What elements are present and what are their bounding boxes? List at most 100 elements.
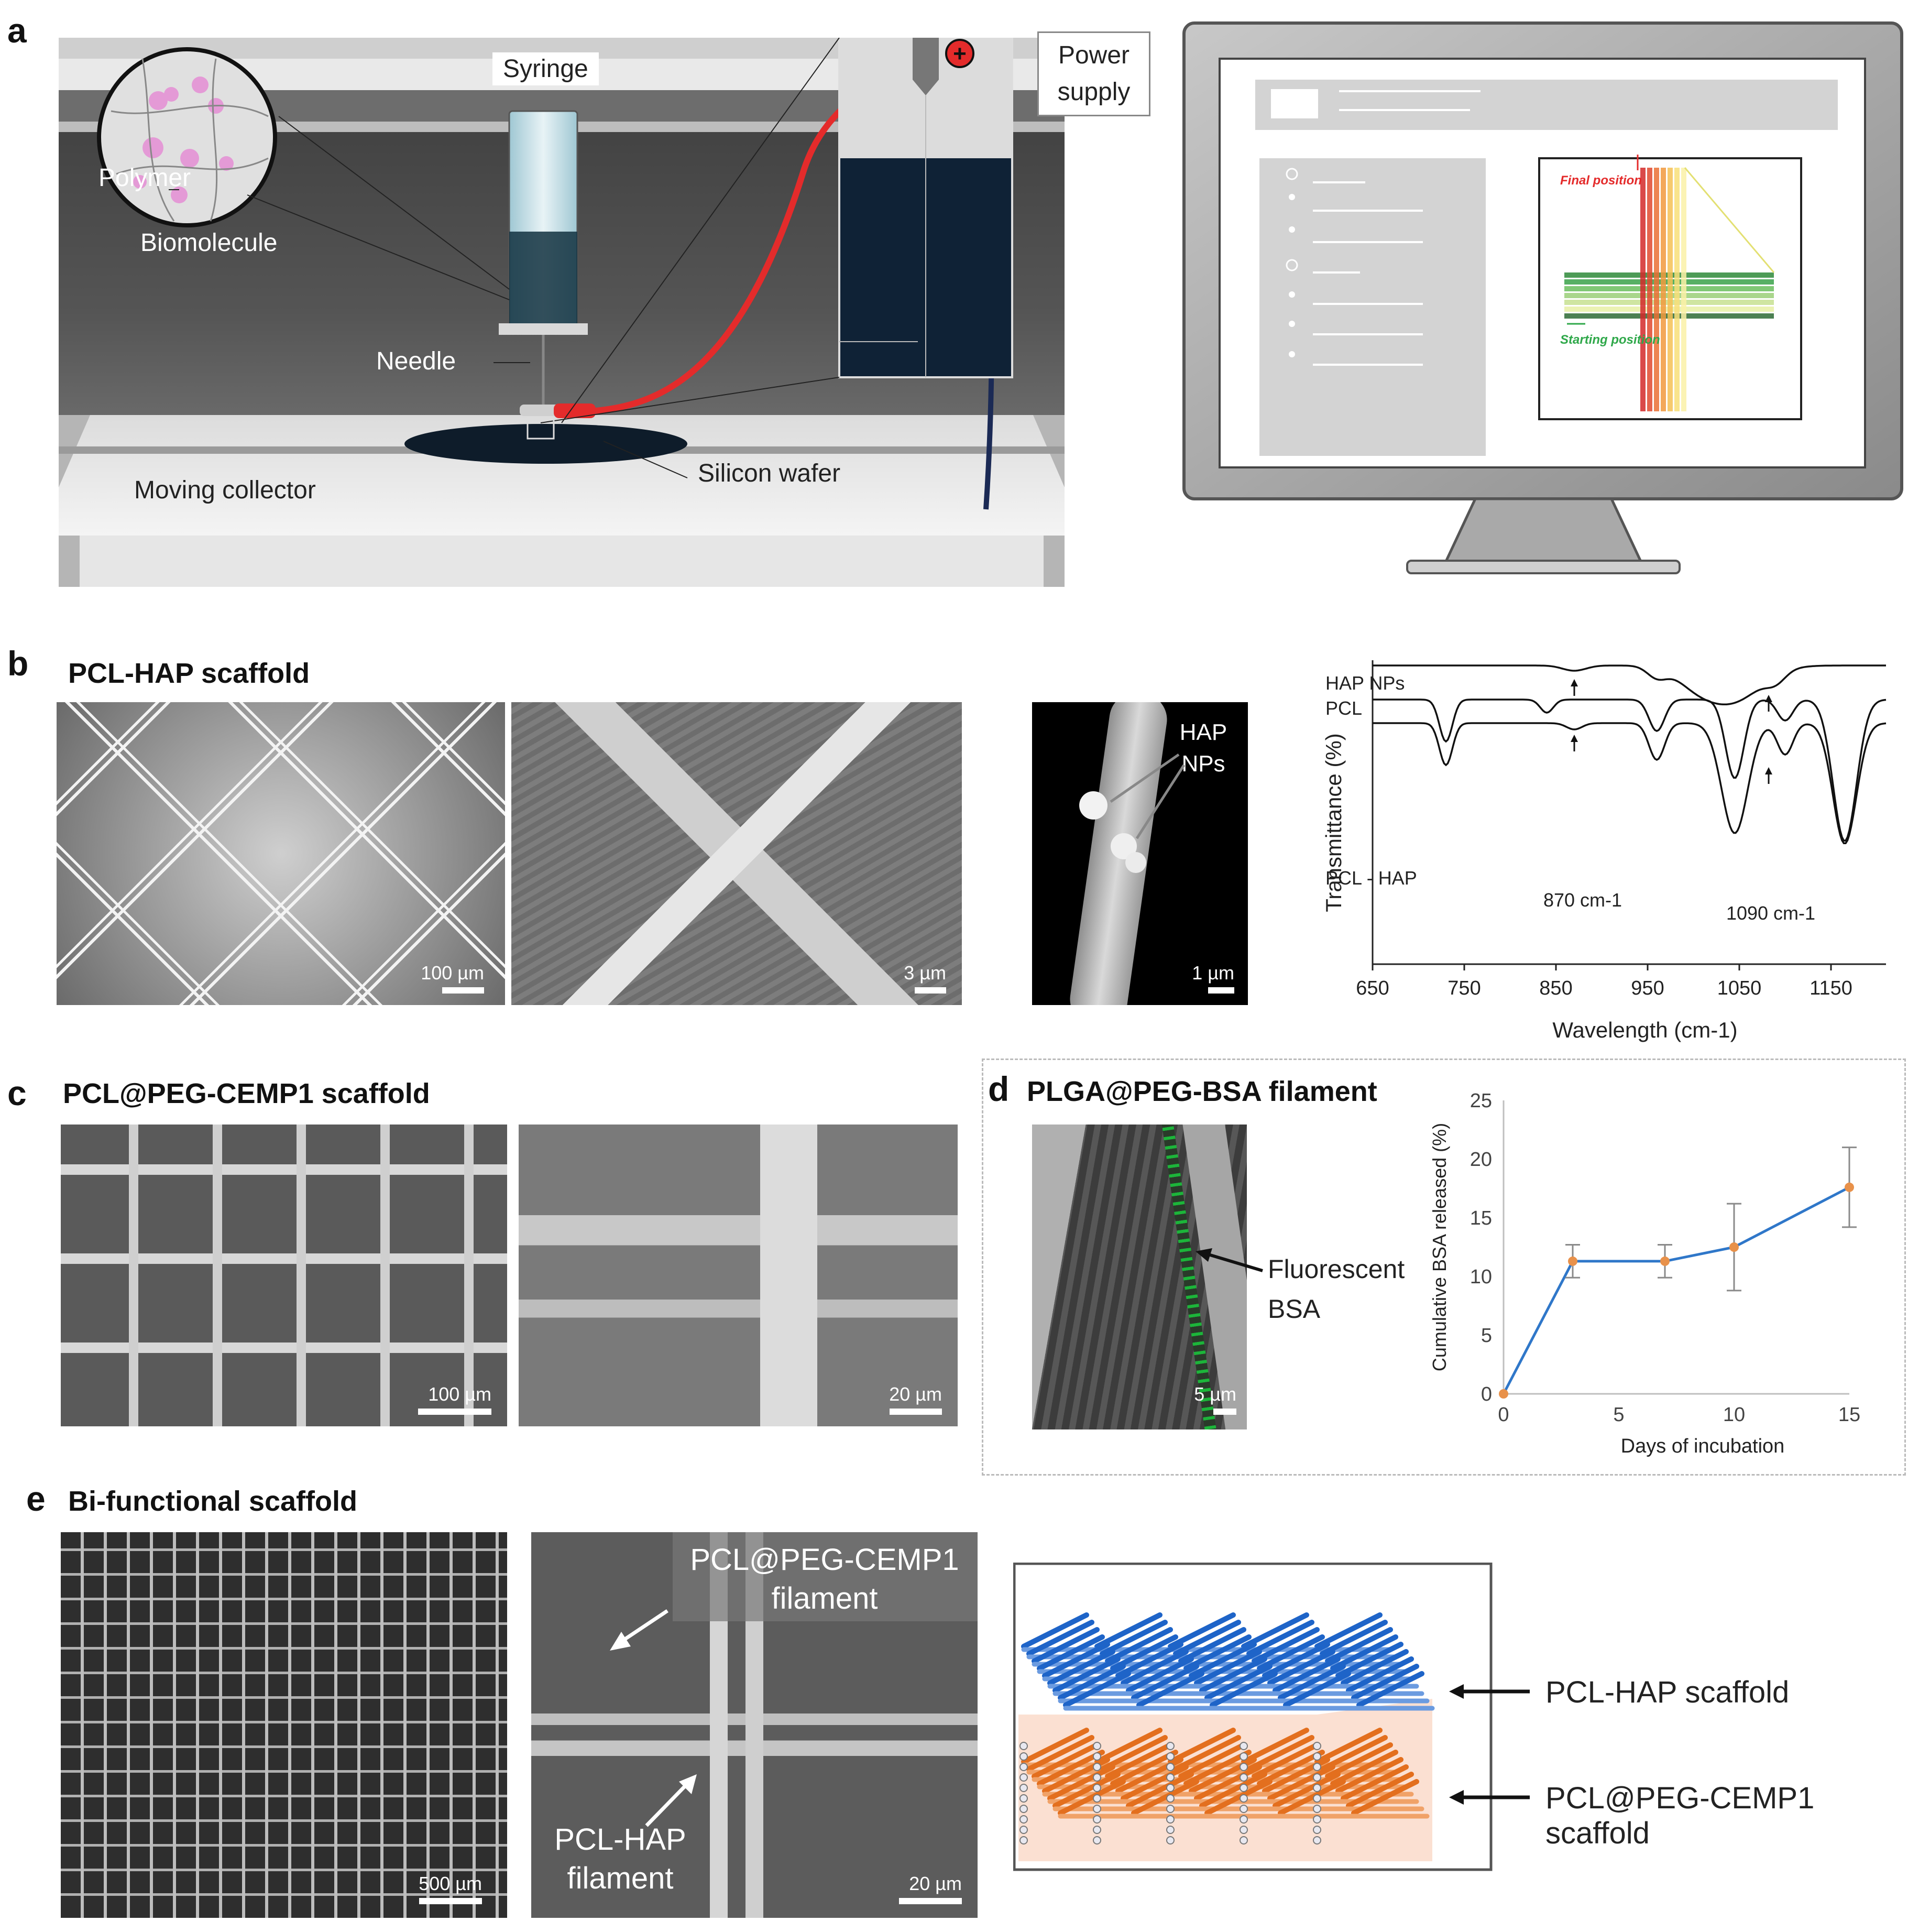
scaffold-rod — [1267, 1649, 1335, 1686]
panel-label-b: b — [7, 644, 29, 683]
panel-label-e: e — [26, 1479, 46, 1518]
scaffold-rod — [1126, 1772, 1194, 1808]
moving-collector-label: Moving collector — [134, 476, 316, 504]
silicon-wafer-label: Silicon wafer — [698, 460, 841, 487]
scaffold-rod-end — [1313, 1773, 1321, 1782]
sidebar-bullets — [1286, 168, 1423, 366]
scaffold-rod-end — [1019, 1742, 1028, 1750]
scaffold-rod — [1241, 1728, 1309, 1764]
scaffold-rod — [1032, 1742, 1100, 1779]
scaffold-rod — [1199, 1772, 1267, 1808]
panel-label-d: d — [988, 1069, 1010, 1108]
scaffold-rod — [1183, 1634, 1252, 1671]
scaffold-rods — [1019, 1612, 1435, 1844]
scaffold-rod — [1325, 1742, 1393, 1779]
scaffold-rod — [1194, 1764, 1262, 1801]
hap-nps-label: HAP NPs — [1179, 719, 1227, 777]
scaffold-rod-end — [1093, 1826, 1101, 1834]
scaffold-rod-end — [1240, 1763, 1248, 1771]
final-position-label: Final position — [1560, 173, 1642, 188]
scaffold-rod — [1346, 1656, 1414, 1693]
bsa-y-label: Cumulative BSA released (%) — [1429, 1123, 1450, 1371]
panel-title-d: PLGA@PEG-BSA filament — [1027, 1076, 1377, 1107]
ftir-annotation: 870 cm-1 — [1543, 889, 1622, 911]
scaffold-rod-end — [1240, 1752, 1248, 1761]
scaffold-rod — [1131, 1664, 1199, 1700]
scaffold-rod — [1346, 1772, 1414, 1808]
bsa-x-tick-label: 5 — [1613, 1404, 1624, 1426]
scaffold-rod — [1335, 1757, 1403, 1794]
scaffold-rod — [1330, 1634, 1398, 1671]
scaffold-rod-end — [1093, 1815, 1101, 1824]
scaffold-rod-end — [1313, 1752, 1321, 1761]
bsa-y-tick-label: 25 — [1470, 1090, 1492, 1112]
ftir-series-line — [1373, 664, 1886, 706]
scaffold-rod — [1115, 1642, 1183, 1678]
scaffold-rod-end — [1093, 1784, 1101, 1792]
hap-nanoparticle — [1125, 852, 1146, 873]
scaffold-rod — [1105, 1627, 1173, 1664]
sem-pcl-hap-grid: 100 µm — [57, 702, 505, 1005]
scaffold-rod — [1168, 1612, 1236, 1649]
ftir-series-label: PCL - HAP — [1325, 867, 1417, 889]
scaffold-rod — [1094, 1728, 1163, 1764]
scaffold-rod — [1257, 1634, 1325, 1671]
scale-bar-e2: 20 µm — [883, 1873, 962, 1904]
sem-bifunctional-closeup: PCL@PEG-CEMP1 filament PCL-HAP filament … — [531, 1532, 978, 1918]
scaffold-rod-end — [1093, 1773, 1101, 1782]
scaffold-rod-end — [1019, 1826, 1028, 1834]
scaffold-rod — [1047, 1649, 1115, 1686]
scaffold-rod — [1037, 1750, 1105, 1786]
scaffold-rod — [1021, 1612, 1089, 1649]
scaffold-rod-end — [1240, 1836, 1248, 1844]
ftir-arrowhead — [1765, 695, 1772, 702]
sem-bifunctional-overview: 500 µm — [61, 1532, 507, 1918]
scaffold-rod-end — [1166, 1826, 1175, 1834]
panel-title-e: Bi-functional scaffold — [68, 1486, 357, 1517]
scaffold-rod — [1351, 1664, 1419, 1700]
scaffold-rod — [1183, 1750, 1252, 1786]
scaffold-rod — [1246, 1735, 1314, 1772]
scale-bar-c2: 20 µm — [863, 1383, 942, 1415]
scaffold-rod — [1052, 1772, 1121, 1808]
scaffold-rod-end — [1019, 1784, 1028, 1792]
ftir-x-tick-label: 850 — [1539, 977, 1572, 999]
scaffold-rod-end — [1019, 1805, 1028, 1813]
scaffold-rod-end — [1166, 1815, 1175, 1824]
filament-label-backdrop — [673, 1532, 978, 1621]
scaffold-rod — [1121, 1764, 1189, 1801]
scaffold-rod — [1252, 1742, 1320, 1779]
scaffold-rod-end — [1240, 1773, 1248, 1782]
scaffold-bottom-label: PCL@PEG-CEMP1 scaffold — [1545, 1781, 1815, 1850]
biomolecule-clusters — [133, 77, 234, 203]
scaffold-rod-end — [1313, 1794, 1321, 1803]
scale-bar-e1: 500 µm — [393, 1873, 482, 1904]
scaffold-rod-end — [1019, 1752, 1028, 1761]
scaffold-rod — [1105, 1742, 1173, 1779]
scaffold-rod-end — [1313, 1826, 1321, 1834]
scaffold-rod — [1026, 1735, 1094, 1772]
scaffold-arrows — [1449, 1684, 1530, 1805]
scaffold-rod-end — [1240, 1815, 1248, 1824]
scaffold-rod — [1325, 1627, 1393, 1664]
bsa-series-line — [1502, 1186, 1850, 1395]
scaffold-rod — [1320, 1735, 1388, 1772]
scaffold-rod — [1283, 1671, 1351, 1708]
scaffold-rod-end — [1240, 1826, 1248, 1834]
scaffold-rod — [1047, 1764, 1115, 1801]
scaffold-rod — [1341, 1764, 1409, 1801]
fluorescent-bsa-arrow — [1196, 1248, 1263, 1272]
scaffold-rod — [1042, 1642, 1110, 1678]
ftir-arrowhead — [1571, 735, 1578, 742]
scaffold-rod — [1052, 1656, 1121, 1693]
scaffold-rod-end — [1313, 1836, 1321, 1844]
scaffold-rod-end — [1093, 1836, 1101, 1844]
filament-arrows — [610, 1609, 697, 1827]
ftir-x-tick-label: 750 — [1448, 977, 1481, 999]
ftir-y-label: Transmittance (%) — [1321, 733, 1346, 912]
bsa-y-tick-label: 10 — [1470, 1266, 1492, 1288]
scaffold-rod — [1351, 1779, 1419, 1816]
scaffold-rod-end — [1240, 1784, 1248, 1792]
bsa-x-label: Days of incubation — [1621, 1435, 1785, 1457]
ftir-x-tick-label: 650 — [1356, 977, 1389, 999]
